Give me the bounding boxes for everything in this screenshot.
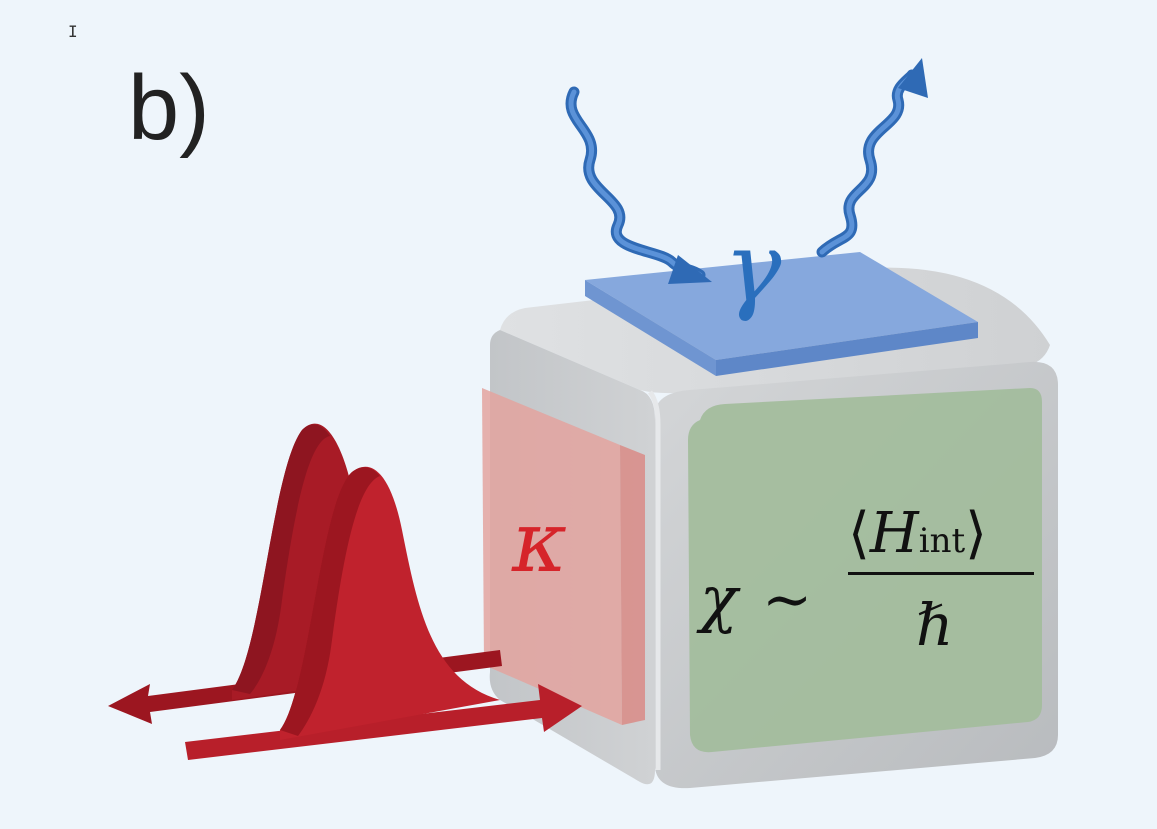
- numerator-close-bracket: ⟩: [965, 501, 987, 566]
- gaussian-pulse-icon: [108, 423, 582, 760]
- wavy-arrow-in-icon: [565, 86, 712, 284]
- green-interaction-pad: [688, 388, 1042, 753]
- red-coupling-pad: [482, 388, 645, 725]
- equation-denominator: ℏ: [916, 591, 954, 659]
- equation-relation: ∼: [762, 565, 813, 635]
- numerator-variable: H: [869, 501, 919, 566]
- text-cursor-icon: I: [68, 22, 78, 41]
- numerator-open-bracket: ⟨: [848, 501, 870, 566]
- equation-lhs: χ: [700, 562, 738, 635]
- pulse-arrow-right: [185, 684, 582, 760]
- cube-edge-highlight: [647, 390, 661, 770]
- wavy-arrow-out-icon: [816, 58, 928, 258]
- gamma-label: γ: [724, 212, 782, 324]
- numerator-subscript: int: [918, 521, 966, 561]
- fraction-bar: [848, 572, 1034, 575]
- panel-label: b): [128, 57, 210, 159]
- kappa-label: κ: [512, 493, 568, 591]
- equation-numerator: ⟨Hint⟩: [848, 506, 987, 562]
